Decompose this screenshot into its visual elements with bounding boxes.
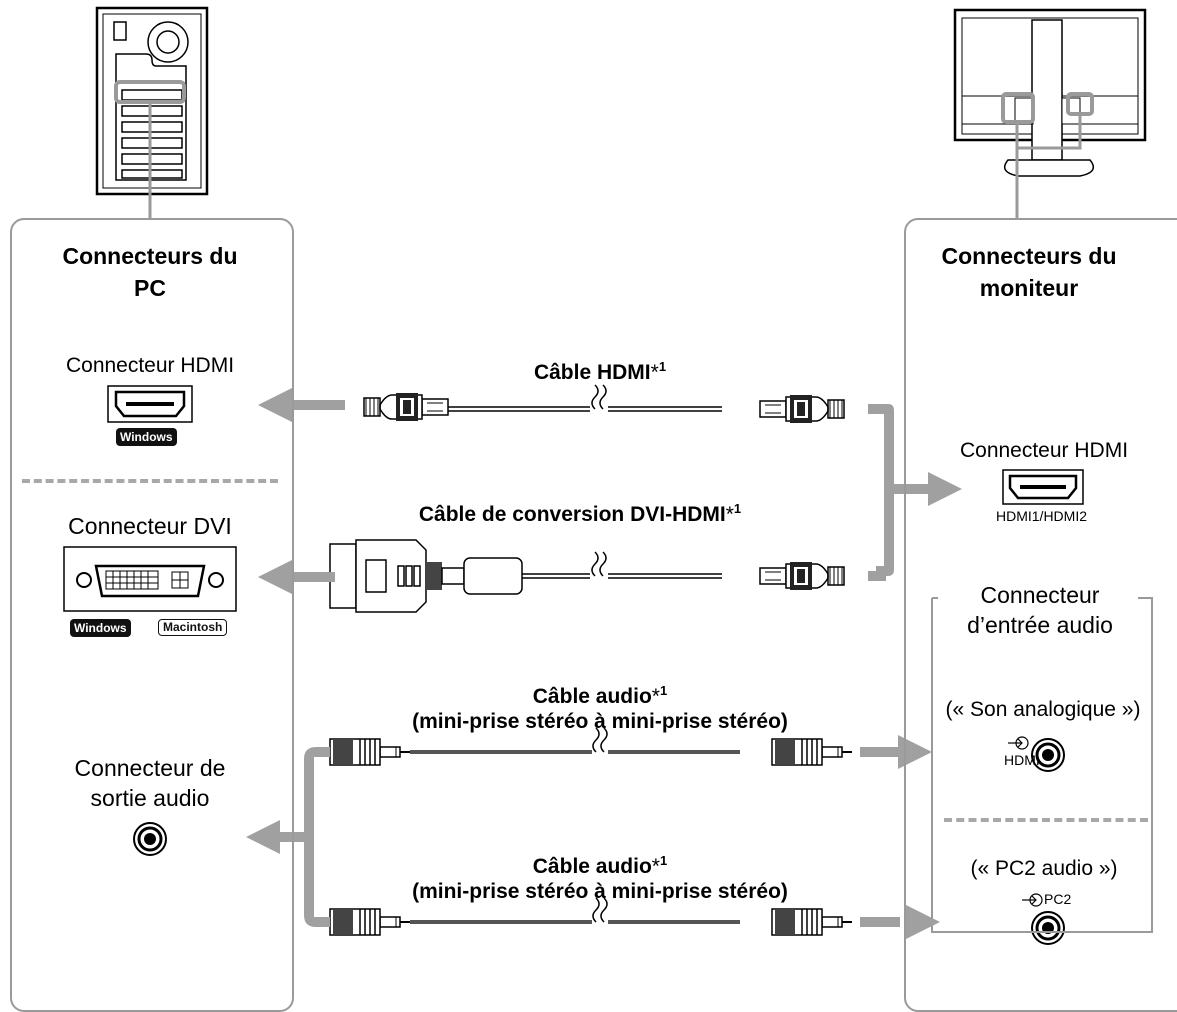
pc-hdmi-port-icon [107,385,193,423]
monitor-analog-port-caption: HDMI [1004,752,1040,768]
monitor-panel-heading: Connecteurs du moniteur [941,243,1117,301]
monitor-hdmi-label: Connecteur HDMI [959,439,1129,462]
hdmi-cable [363,384,845,424]
audio-cable-1 [329,727,853,766]
dvi-hdmi-cable-title: Câble de conversion DVI-HDMI*1 [418,501,742,526]
monitor-hdmi-port-caption: HDMI1/HDMI2 [996,508,1088,524]
audio-input-frame [931,597,1153,933]
pc-dvi-label: Connecteur DVI [68,513,232,539]
pc-audio-out-label: Connecteur de sortie audio [74,755,226,811]
pc-hdmi-label: Connecteur HDMI [65,354,235,377]
monitor-rear-illustration [953,8,1147,220]
connection-arrows [246,388,962,939]
monitor-pc2-port-caption: PC2 [1044,891,1072,907]
pc-connectors-panel [10,218,294,1012]
pc-panel-heading: Connecteurs du PC [62,243,238,301]
monitor-hdmi-port-icon [1002,469,1084,505]
audio-cable-1-title: Câble audio*1 (mini-prise stéréo à mini-… [412,683,788,733]
pc-dvi-port-icon [63,546,237,612]
audio-cable-2 [329,897,853,936]
pc-dvi-windows-badge: Windows [70,619,131,637]
dvi-hdmi-cable [329,539,845,613]
audio-input-arrow-icon-hdmi [1008,736,1029,750]
pc-tower-illustration [95,6,209,220]
pc-panel-divider [22,479,278,483]
pc-dvi-macintosh-badge: Macintosh [158,619,228,636]
monitor-audio-in-label: Connecteur d’entrée audio [940,580,1140,640]
monitor-pc2-audio-label: (« PC2 audio ») [970,857,1118,880]
audio-cable-2-title: Câble audio*1 (mini-prise stéréo à mini-… [412,853,788,903]
audio-input-arrow-icon-pc2 [1022,893,1043,907]
monitor-analog-audio-label: (« Son analogique ») [945,698,1141,721]
pc-hdmi-windows-badge: Windows [116,428,177,446]
monitor-panel-divider [944,818,1148,822]
hdmi-cable-title: Câble HDMI*1 [533,359,667,384]
